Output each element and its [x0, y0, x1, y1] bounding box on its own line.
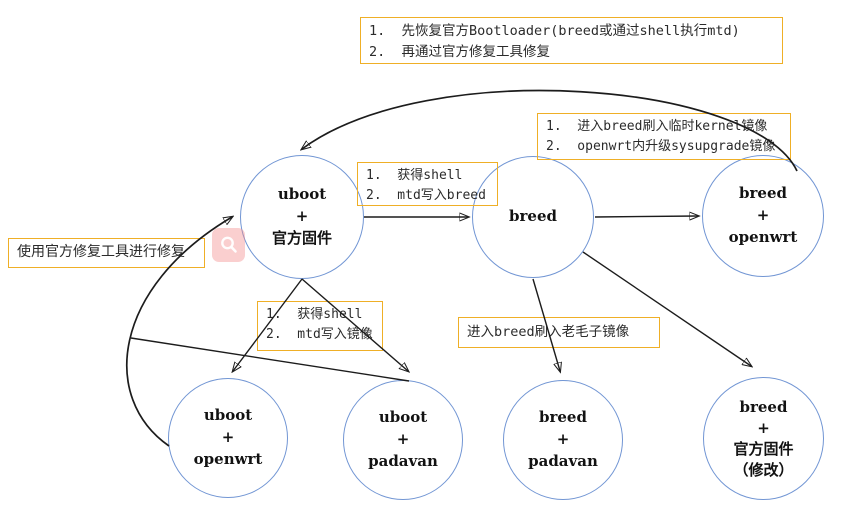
node-breed-padavan: breed + padavan [503, 380, 623, 500]
image-search-overlay-button[interactable] [212, 228, 245, 262]
note-breed-kernel-sysupgrade: 1. 进入breed刷入临时kernel镜像 2. openwrt内升级sysu… [537, 113, 791, 160]
note-restore-official-bootloader: 1. 先恢复官方Bootloader(breed或通过shell执行mtd) 2… [360, 17, 783, 64]
node-breed-openwrt: breed + openwrt [702, 155, 824, 277]
node-uboot-openwrt: uboot + openwrt [168, 378, 288, 498]
node-uboot-stock: uboot + 官方固件 [240, 155, 364, 279]
note-shell-mtd-breed: 1. 获得shell 2. mtd写入breed [357, 162, 498, 206]
node-breed: breed [472, 156, 594, 278]
edge-breed-to-breed-openwrt [594, 216, 698, 217]
edge-breed-to-breed-stock-modified [582, 251, 751, 366]
note-shell-mtd-image: 1. 获得shell 2. mtd写入镜像 [257, 301, 383, 351]
note-breed-laomaozi-image: 进入breed刷入老毛子镜像 [458, 317, 660, 348]
node-breed-stock-modified: breed + 官方固件 （修改） [703, 377, 824, 500]
note-official-repair-tool: 使用官方修复工具进行修复 [8, 238, 205, 268]
node-uboot-padavan: uboot + padavan [343, 380, 463, 500]
magnifier-icon [220, 236, 237, 253]
